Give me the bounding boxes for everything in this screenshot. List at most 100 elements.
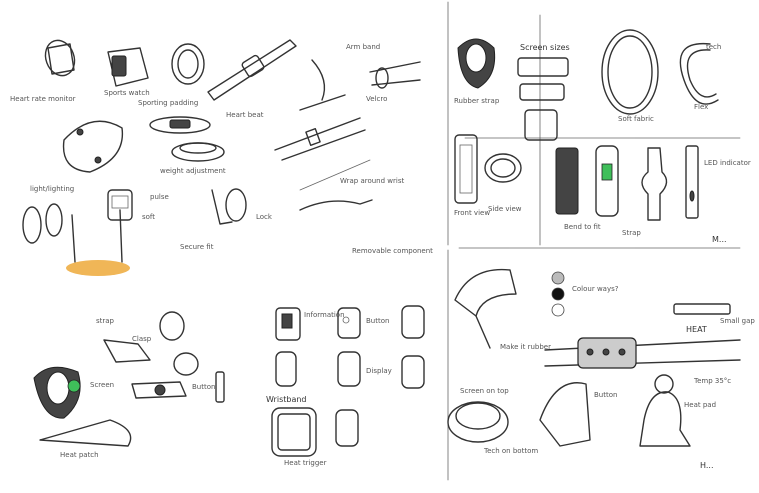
note-small-gap: Small gap <box>720 317 755 325</box>
sketch-long-strap-face <box>241 54 265 78</box>
sketch-padding-module <box>169 119 191 129</box>
sketch-glow-watch-screen <box>111 195 129 209</box>
note-wrap-around: Wrap around wrist <box>340 177 405 185</box>
sketch-glow-watch <box>107 189 133 221</box>
note-weight-adjustment: weight adjustment <box>160 167 226 175</box>
sketch-screen-size-1 <box>517 57 569 77</box>
note-make-rubber: Make it rubber <box>500 343 551 351</box>
sketch-heat-trigger-screen <box>277 413 311 451</box>
sketch-sensor-1 <box>76 128 84 136</box>
sketch-ring-watch-inner <box>177 49 199 79</box>
sketch-colour-swatch-white <box>551 303 565 317</box>
note-flex: Flex <box>694 103 709 111</box>
bottom-middle-sketches <box>271 305 425 457</box>
sketch-wrap-strap <box>299 159 371 191</box>
sketch-heart-rate-band <box>62 120 124 173</box>
note-clasp: Clasp <box>132 335 152 343</box>
sketch-led-indicator <box>689 190 695 202</box>
note-removable: Removable component <box>352 247 433 255</box>
sketch-vertical-band-1 <box>555 147 579 215</box>
sketch-clasp-ring <box>159 311 185 341</box>
note-heat-pad: Heat pad <box>684 401 717 409</box>
sketch-large-ring-inner <box>607 35 653 109</box>
sketch-vertical-band-4 <box>685 145 699 219</box>
note-velcro: Velcro <box>366 95 388 103</box>
sketch-wristband-5 <box>337 351 361 387</box>
top-right-sketches <box>454 29 719 221</box>
sketch-wristband-3 <box>401 305 425 339</box>
sketch-green-sensor <box>67 379 81 393</box>
sketch-heat-patch <box>39 419 132 447</box>
sketch-band-1-body <box>47 43 75 75</box>
sketch-rubber-cuff <box>454 268 517 317</box>
sketch-arm-2b <box>371 79 421 86</box>
note-soft-fabric: Soft fabric <box>618 115 654 123</box>
note-front-view: Front view <box>454 209 491 217</box>
sketch-forearm <box>299 94 346 111</box>
sketch-heat-button-2 <box>602 348 610 356</box>
signature-top-right: M... <box>712 235 727 244</box>
note-wristband: Wristband <box>266 395 307 404</box>
note-display: Display <box>366 367 392 375</box>
note-temp: Temp 35°c <box>694 377 732 385</box>
sketch-lock-band <box>225 188 247 222</box>
note-side-view: Side view <box>488 205 522 213</box>
sketch-vertical-band-3 <box>641 147 668 221</box>
note-screen-sizes: Screen sizes <box>520 43 570 52</box>
sketch-weight-band <box>171 142 225 162</box>
sketch-person <box>639 391 691 447</box>
sketch-lighting-oval-2 <box>45 203 63 237</box>
sketch-front-view <box>454 134 478 204</box>
sketch-arm <box>311 59 326 101</box>
note-button-bm: Button <box>366 317 390 325</box>
sketch-watch-face <box>111 55 127 77</box>
bottom-left-sketches <box>33 311 225 447</box>
note-sports-watch: Sports watch <box>104 89 150 97</box>
sketch-screen-size-3 <box>524 109 558 141</box>
sketch-screen-top-band <box>447 401 509 443</box>
note-button-br: Button <box>594 391 618 399</box>
sketch-glow-hand <box>71 209 123 263</box>
sketch-open-cuff-inner <box>686 49 717 98</box>
note-sporting-padding: Sporting padding <box>138 99 199 107</box>
sketch-black-band-inner <box>46 371 70 405</box>
sketch-band-1 <box>44 39 76 77</box>
sketch-wrist-clip <box>305 128 321 146</box>
sketch-long-band-top <box>544 339 741 351</box>
sketch-colour-swatch-grey <box>551 271 565 285</box>
sketch-long-strap <box>207 39 297 101</box>
note-soft: soft <box>142 213 156 221</box>
sketch-strap-clasp <box>103 339 151 363</box>
sketch-led-display <box>601 163 613 181</box>
sketch-hand-wrist <box>299 199 373 211</box>
sketch-heat-button-3 <box>618 348 626 356</box>
note-heat-trigger: Heat trigger <box>284 459 327 467</box>
note-heat-patch: Heat patch <box>60 451 99 459</box>
sketch-wristband-4 <box>275 351 297 387</box>
sketch-person-head <box>654 374 674 394</box>
sketch-slim-strap <box>215 371 225 403</box>
sketch-large-ring <box>601 29 659 115</box>
sketch-wristband-6 <box>401 355 425 389</box>
sketch-clasp-ring-2 <box>173 352 199 376</box>
note-heart-rate: Heart rate monitor <box>10 95 76 103</box>
sketch-wristband-7 <box>335 409 359 447</box>
note-lock: Lock <box>256 213 272 221</box>
sketch-screen-button <box>154 384 166 396</box>
sketch-side-view-inner <box>490 158 516 178</box>
signature-bottom-right: H... <box>700 461 714 470</box>
sketch-colour-swatch-black <box>551 287 565 301</box>
note-lighting: light/lighting <box>30 185 75 193</box>
sketch-wristband-2 <box>337 307 361 339</box>
sketch-top-strap-view <box>673 303 731 315</box>
note-colour-ways: Colour ways? <box>572 285 619 293</box>
sketch-wristband-1-screen <box>281 313 293 329</box>
sketch-rubber-cuff-edge <box>475 315 491 349</box>
bottom-right-sketches <box>447 268 741 447</box>
note-information: Information <box>304 311 345 319</box>
sketch-side-view <box>484 153 522 183</box>
sketch-wristband-2-button <box>342 316 350 324</box>
sketch-screen-band <box>131 381 187 399</box>
sketch-lighting-oval-1 <box>22 206 42 244</box>
sketch-vertical-band-2 <box>595 145 619 217</box>
